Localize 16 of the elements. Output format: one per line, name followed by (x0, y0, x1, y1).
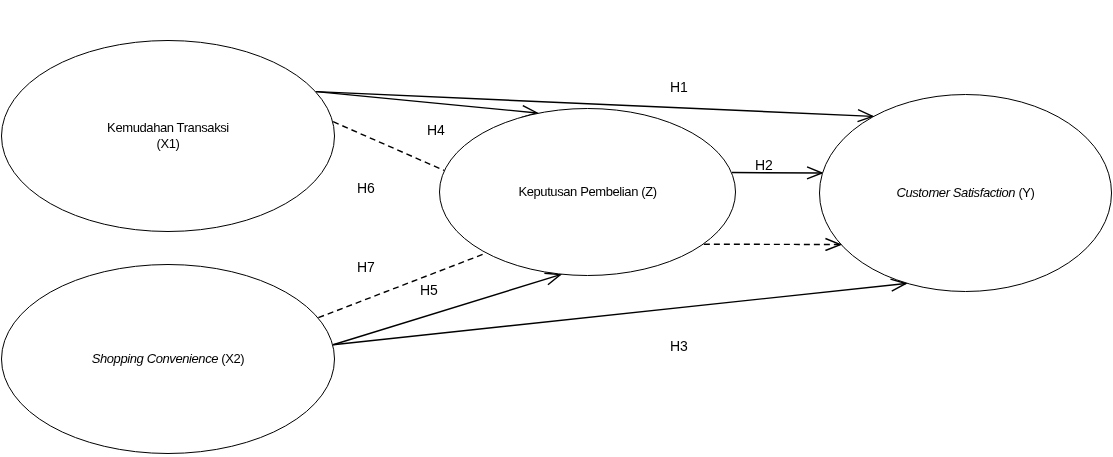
arrow (332, 272, 562, 346)
variable-label: Shopping Convenience (X2) (90, 351, 246, 367)
edge-label: H6 (357, 180, 375, 196)
arrow (332, 278, 907, 346)
arrow (731, 166, 823, 180)
edge-label: H4 (427, 122, 445, 138)
arrow (703, 237, 842, 252)
edge-label: H7 (357, 259, 375, 275)
variable-label: Keputusan Pembelian (Z) (517, 184, 658, 200)
edge-label: H3 (670, 338, 688, 354)
edge-label: H2 (755, 157, 773, 173)
connector-line (332, 121, 445, 172)
variable-label: Customer Satisfaction (Y) (895, 185, 1036, 201)
variable-label: Kemudahan Transaksi (X1) (106, 120, 230, 152)
edge-label: H1 (670, 79, 688, 95)
edge-label: H5 (420, 282, 438, 298)
